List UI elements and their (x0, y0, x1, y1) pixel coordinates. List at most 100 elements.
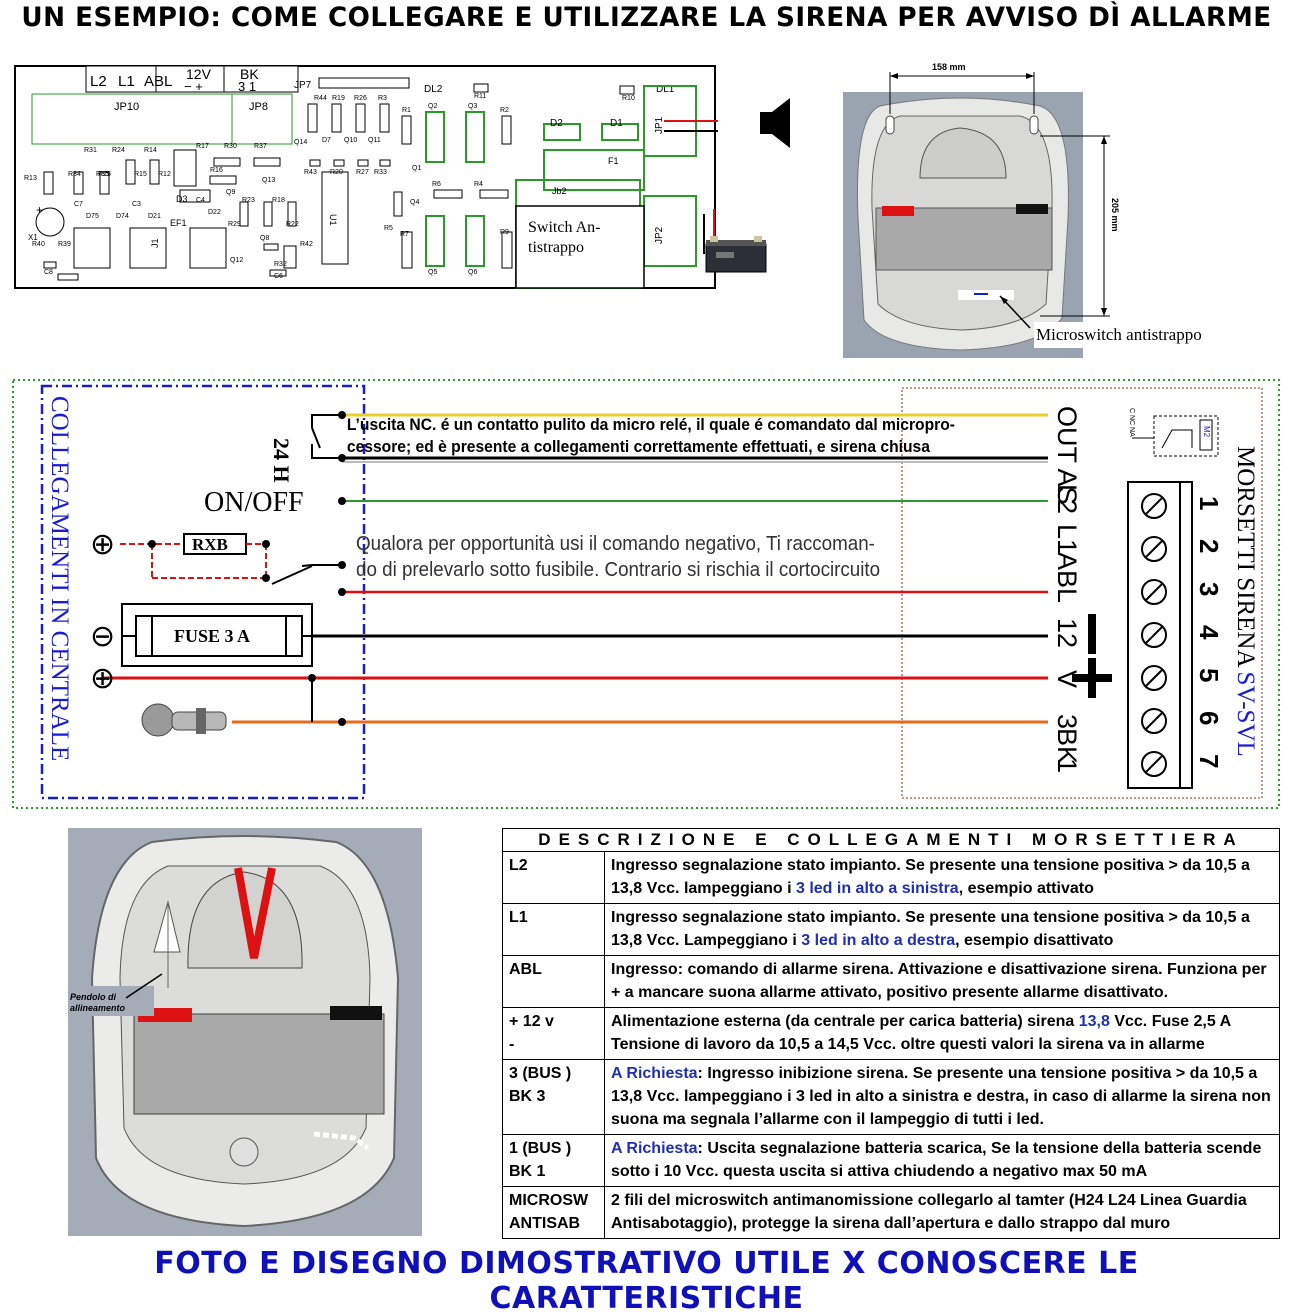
pcb-r4: R4 (474, 181, 483, 188)
right-box-label: MORSETTI SIRENASV-SVL (1232, 446, 1259, 757)
pcb-r29: R29 (228, 221, 241, 228)
pcb-r1: R1 (402, 107, 411, 114)
terminal-number-2: 2 (1194, 539, 1224, 553)
highlight-text: 3 led in alto a sinistra (795, 880, 959, 897)
pcb-q6: Q6 (468, 269, 477, 276)
terminal-screw-slot-5 (1145, 669, 1163, 687)
pcb-r44: R44 (314, 95, 327, 102)
wire-label-l1: L1 (1052, 524, 1082, 554)
pcb-r39: R39 (58, 241, 71, 248)
pcb-diagram: L2 L1 ABL 12V − + BK 3 1 JP10 JP8 JP7 DL… (14, 65, 718, 289)
pcb-r30: R30 (224, 143, 237, 150)
pcb-r20: R20 (330, 169, 343, 176)
terminal-screw-slot-6 (1145, 712, 1163, 730)
highlight-text: A Richiesta (611, 1065, 698, 1082)
pcb-r2: R2 (500, 107, 509, 114)
h24-label: 24 H (269, 438, 294, 483)
pcb-d1: D1 (610, 118, 623, 129)
pcb-r37: R37 (254, 143, 267, 150)
table-term: L2 (502, 851, 605, 904)
pcb-label-abl: ABL (144, 73, 172, 90)
switch-label-1: Switch An- (528, 219, 600, 236)
svg-text:+: + (36, 203, 43, 217)
terminal-number-3: 3 (1194, 582, 1224, 596)
terminal-screws (1141, 493, 1167, 777)
description-table: DESCRIZIONE E COLLEGAMENTI MORSETTIERA L… (502, 828, 1280, 1239)
pendulum-label-1: Pendolo di (70, 992, 116, 1002)
pcb-q10: Q10 (344, 137, 357, 144)
pcb-q11: Q11 (368, 137, 381, 144)
pcb-d75: D75 (86, 213, 99, 220)
table-term: 3 (BUS )BK 3 (502, 1059, 605, 1135)
pcb-j1: J1 (150, 238, 160, 248)
pcb-d74: D74 (116, 213, 129, 220)
pcb-f1: F1 (608, 156, 619, 166)
pcb-q12: Q12 (230, 257, 243, 264)
pcb-r35: R35 (96, 171, 109, 178)
battery-icon (705, 236, 767, 273)
pcb-r15: R15 (134, 171, 147, 178)
plus-symbol-2: ⊕ (90, 662, 115, 695)
terminal-screw-slot-1 (1145, 497, 1163, 515)
table-description: Ingresso: comando di allarme sirena. Att… (604, 955, 1280, 1008)
pcb-r6: R6 (432, 181, 441, 188)
terminal-screw-slot-4 (1145, 626, 1163, 644)
pcb-r33: R33 (374, 169, 387, 176)
pcb-d3: D3 (176, 194, 188, 204)
pcb-d22: D22 (208, 209, 221, 216)
pcb-q1: Q1 (412, 165, 421, 172)
pcb-r12: R12 (158, 171, 171, 178)
pcb-r43: R43 (304, 169, 317, 176)
table-term: + 12 v- (502, 1007, 605, 1060)
wire-label-bk: BK (1052, 728, 1082, 764)
wiring-diagram: COLLEGAMENTI IN CENTRALE 24 H ON/OFF ⊕ R… (12, 379, 1280, 809)
pcb-r19: R19 (332, 95, 345, 102)
pcb-r16: R16 (210, 167, 223, 174)
pcb-label-l1: L1 (118, 73, 135, 90)
pcb-jp7: JP7 (294, 80, 312, 91)
pcb-r26: R26 (354, 95, 367, 102)
pcb-c7: C7 (74, 201, 83, 208)
page-title: UN ESEMPIO: COME COLLEGARE E UTILIZZARE … (21, 2, 1272, 33)
pcb-r25: R25 (98, 171, 111, 178)
wire-label-out-as: OUT AS (1052, 406, 1082, 505)
highlight-text: 13,8 (1078, 1013, 1110, 1030)
pcb-c4: C4 (196, 197, 205, 204)
terminal-number-5: 5 (1194, 668, 1224, 682)
pcb-q13: Q13 (262, 177, 275, 184)
highlight-text: A Richiesta (611, 1140, 698, 1157)
pcb-q14: Q14 (294, 139, 307, 146)
table-description: Ingresso segnalazione stato impianto. Se… (604, 851, 1280, 904)
pcb-q8: Q8 (260, 235, 269, 242)
pcb-r27: R27 (356, 169, 369, 176)
table-description: 2 fili del microswitch antimanomissione … (604, 1186, 1280, 1239)
pcb-r3: R3 (378, 95, 387, 102)
pcb-ef1: EF1 (170, 218, 187, 228)
pcb-jp1: JP1 (654, 116, 665, 134)
pcb-dl2: DL2 (424, 84, 443, 95)
pcb-r22: R22 (286, 221, 299, 228)
pcb-d21: D21 (148, 213, 161, 220)
pcb-jp8: JP8 (249, 101, 268, 113)
plus-symbol-1: ⊕ (90, 528, 115, 561)
pcb-r14: R14 (144, 147, 157, 154)
pcb-q3: Q3 (468, 103, 477, 110)
pcb-r34: R34 (68, 171, 81, 178)
note-neg-line1: Qualora per opportunità usi il comando n… (356, 532, 875, 555)
terminal-number-6: 6 (1194, 711, 1224, 725)
height-dimension: 205 mm (1110, 198, 1120, 232)
pcb-r18: R18 (272, 197, 285, 204)
micro-tag: M2 (1202, 426, 1211, 438)
wire-label-abl: ABL (1052, 552, 1082, 603)
pcb-q4: Q4 (410, 199, 419, 206)
siren-photo-top: 158 mm 205 mm Microswitch antistrappo (843, 62, 1242, 358)
wire-label-1: 1 (1052, 758, 1082, 773)
switch-label-2: tistrappo (528, 239, 584, 256)
pcb-r24: R24 (112, 147, 125, 154)
